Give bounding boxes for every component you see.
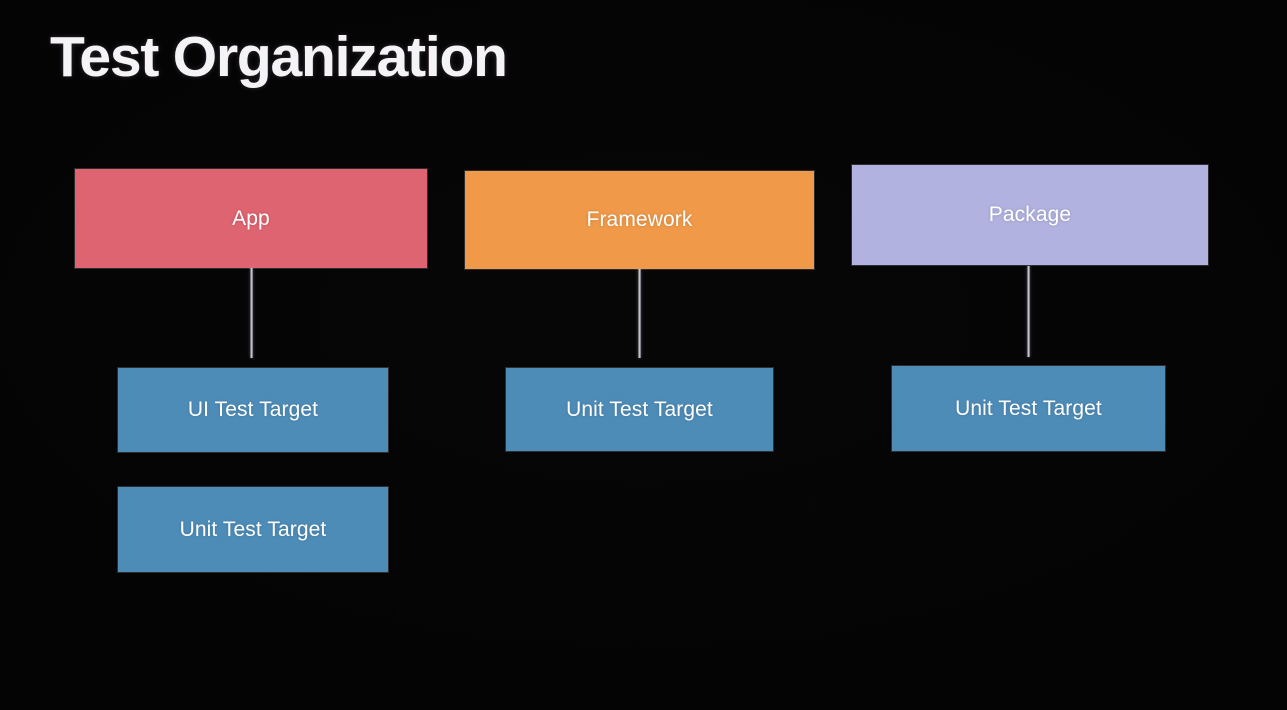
node-app-ui-test-target[interactable]: UI Test Target [117, 367, 389, 453]
page-title: Test Organization [50, 25, 508, 89]
node-framework-unit-test-target-label: Unit Test Target [566, 397, 713, 421]
node-package-label: Package [988, 203, 1072, 226]
connector-app-to-ui-test-target [250, 268, 253, 358]
node-package-unit-test-target[interactable]: Unit Test Target [891, 365, 1166, 452]
node-app[interactable]: App [74, 168, 428, 269]
node-framework-unit-test-target[interactable]: Unit Test Target [505, 367, 774, 452]
node-framework[interactable]: Framework [464, 170, 815, 270]
connector-package-to-unit-test-target [1027, 266, 1030, 357]
connector-framework-to-unit-test-target [638, 269, 641, 358]
node-framework-label: Framework [586, 208, 693, 231]
node-app-unit-test-target-label: Unit Test Target [179, 517, 327, 541]
node-package-unit-test-target-label: Unit Test Target [955, 396, 1102, 420]
node-app-label: App [232, 206, 270, 230]
node-app-unit-test-target[interactable]: Unit Test Target [117, 486, 389, 573]
node-package[interactable]: Package [851, 164, 1209, 266]
node-app-ui-test-target-label: UI Test Target [187, 398, 319, 421]
